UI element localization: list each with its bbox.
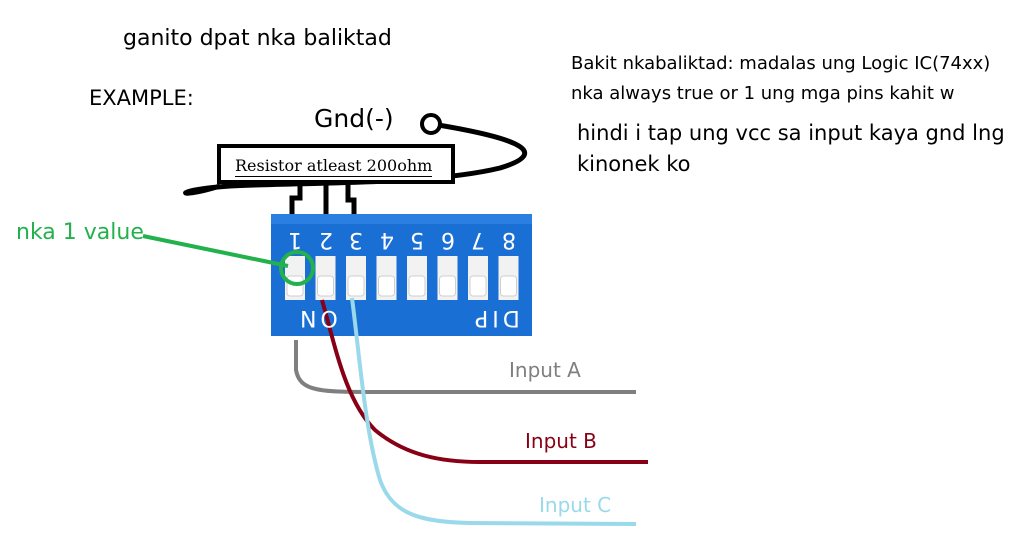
example-label: EXAMPLE: [89,86,194,110]
ground-terminal-icon [420,113,442,135]
input-c-label: Input C [539,493,612,517]
input-a-wire [294,340,636,394]
dip-pin-number-3: 3 [349,227,363,252]
title-text: ganito dpat nka baliktad [123,26,392,51]
switch-toggle-8 [500,275,517,297]
dip-pin-number-2: 2 [318,227,333,252]
note-line-3: hindi i tap ung vcc sa input kaya gnd ln… [577,121,1005,145]
switch-toggle-5 [408,275,426,297]
pin1-wire [289,182,303,226]
note-line-4: kinonek ko [577,152,691,176]
dip-pin-number-6: 6 [440,227,455,252]
input-c-wire [350,297,637,526]
gnd-label: Gnd(-) [314,104,394,133]
switch-toggle-6 [439,275,456,297]
dip-switch-top-edge [271,214,532,224]
note-line-2: nka always true or 1 ung mga pins kahit … [571,83,955,104]
switch-slots [285,256,519,300]
switch-toggle-7 [469,275,487,297]
switch-toggle-3 [347,275,365,297]
dip-brand-label: DIP [471,305,520,330]
dip-pin-number-5: 5 [410,227,424,252]
dip-pin-number-8: 8 [501,227,516,252]
dip-pin-number-1: 1 [288,227,302,252]
input-b-wire [320,299,648,464]
dip-pin-number-7: 7 [471,227,485,252]
dip-switch-body [271,214,532,336]
input-b-label: Input B [525,429,597,453]
nka1-highlight-circle [279,250,315,286]
input-a-label: Input A [509,358,581,382]
dip-on-label: ON [296,305,338,330]
note-line-1: Bakit nkabaliktad: madalas ung Logic IC(… [571,53,991,74]
switch-toggle-2 [317,275,334,297]
nka1-pointer-line [142,234,289,268]
pin3-wire [345,182,357,226]
switch-toggle-4 [378,275,395,297]
dip-pin-number-4: 4 [379,227,394,252]
resistor-label: Resistor atleast 200ohm [235,156,433,177]
nka1-value-label: nka 1 value [16,220,144,245]
switch-toggle-1 [286,275,304,297]
